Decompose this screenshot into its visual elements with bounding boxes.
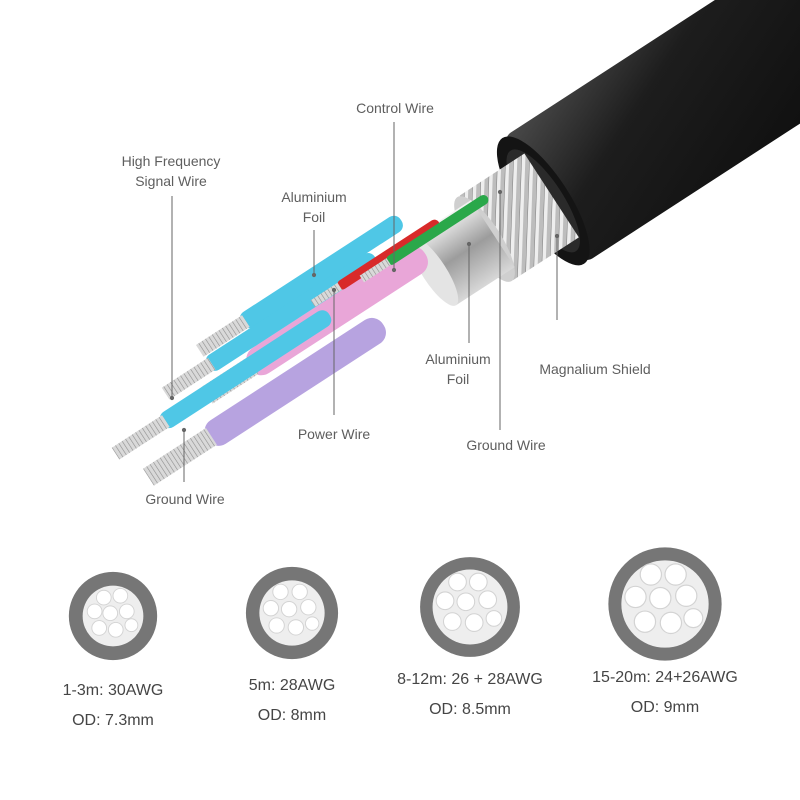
cross-section-icon — [420, 557, 520, 657]
cross-section-length: 15-20m: 24+26AWG — [592, 669, 738, 686]
cross-section-icon — [68, 571, 158, 661]
label-aluminium-foil-top: Aluminium Foil — [281, 189, 347, 225]
cross-section-length: 8-12m: 26 + 28AWG — [397, 671, 543, 688]
cross-section-icon — [245, 566, 339, 660]
label-ground-wire-left: Ground Wire — [145, 491, 225, 507]
label-aluminium-foil-bottom: Aluminium Foil — [425, 351, 491, 387]
label-control-wire: Control Wire — [356, 100, 434, 116]
signal-pairs — [111, 215, 403, 460]
label-ground-wire-right: Ground Wire — [466, 437, 546, 453]
cable-illustration — [111, 0, 800, 486]
cross-section-1-3m: 1-3m: 30AWG OD: 7.3mm — [18, 570, 208, 736]
cross-section-od: OD: 9mm — [630, 699, 700, 716]
cross-section-length: 1-3m: 30AWG — [62, 682, 164, 699]
cross-section-15-20m: 15-20m: 24+26AWG OD: 9mm — [570, 545, 760, 723]
control-wires — [310, 194, 489, 307]
cross-section-od: OD: 7.3mm — [72, 712, 154, 729]
cross-section-od: OD: 8mm — [257, 707, 327, 724]
cross-section-5m: 5m: 28AWG OD: 8mm — [197, 565, 387, 731]
label-power-wire: Power Wire — [297, 426, 371, 442]
cross-section-od: OD: 8.5mm — [429, 701, 511, 718]
cross-section-length: 5m: 28AWG — [248, 677, 336, 694]
label-high-frequency-signal-wire: High Frequency Signal Wire — [121, 153, 221, 189]
cross-section-8-12m: 8-12m: 26 + 28AWG OD: 8.5mm — [375, 555, 565, 725]
ground-pair — [143, 317, 386, 486]
cross-section-icon — [608, 547, 722, 661]
label-magnalium-shield: Magnalium Shield — [539, 361, 651, 377]
leader-lines — [169, 122, 560, 482]
